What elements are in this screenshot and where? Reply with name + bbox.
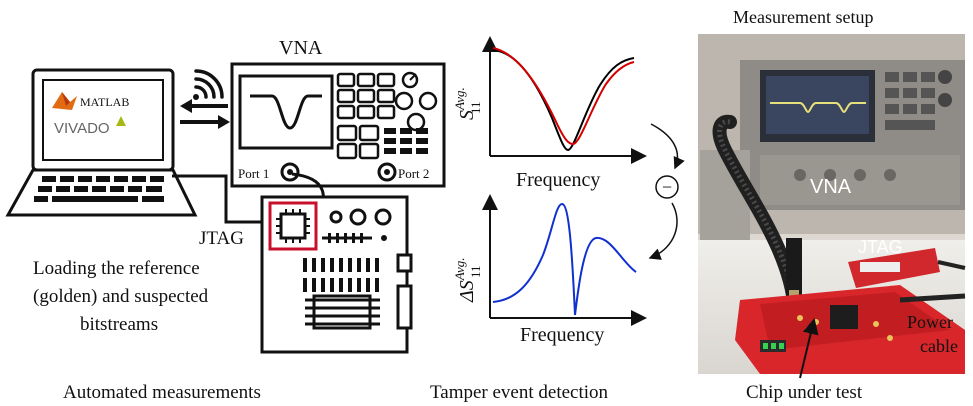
top-plot-ylabel-sub: 11 xyxy=(468,101,483,114)
photo-jtag-label: JTAG xyxy=(858,237,903,257)
bottom-plot-xlabel: Frequency xyxy=(520,324,604,346)
setup-photo xyxy=(698,34,966,374)
photo-chip xyxy=(830,305,858,329)
left-panel: MATLAB VIVADO VNA xyxy=(5,37,446,403)
flow-arrow-in xyxy=(650,123,685,170)
photo-chip-arrow xyxy=(799,318,819,379)
fpga-chip xyxy=(279,212,307,240)
middle-panel: SAvg. 11 Frequency − ΔSAvg. 11 Frequency… xyxy=(430,36,685,403)
vna-label: VNA xyxy=(279,37,323,59)
loading-text-line2: (golden) and suspected xyxy=(33,286,209,307)
loading-text-line3: bitstreams xyxy=(80,314,158,335)
port1-label: Port 1 xyxy=(238,166,269,181)
photo-power-label-2: cable xyxy=(920,336,958,356)
port2-label: Port 2 xyxy=(398,166,429,181)
matlab-logo xyxy=(52,92,77,110)
bottom-plot: ΔSAvg. 11 Frequency xyxy=(452,194,647,346)
photo-chip-label: Chip under test xyxy=(746,382,863,403)
subtract-operator xyxy=(655,175,679,199)
loading-text-line1: Loading the reference xyxy=(33,258,200,279)
middle-caption: Tamper event detection xyxy=(430,382,609,403)
chip-highlight xyxy=(268,201,318,251)
data-transfer-arrows xyxy=(180,99,230,129)
flow-arrow-out xyxy=(648,202,678,260)
subtract-symbol: − xyxy=(662,177,672,197)
bottom-plot-ylabel: ΔSAvg. xyxy=(452,258,478,304)
photo-power-label-1: Power xyxy=(907,312,953,332)
vna-instrument-icon xyxy=(230,62,446,188)
top-plot-ylabel: SAvg. xyxy=(452,87,478,120)
laptop-brand-vivado: VIVADO xyxy=(54,120,110,137)
jtag-cable xyxy=(172,174,266,224)
laptop-icon: MATLAB VIVADO xyxy=(5,68,198,217)
bottom-plot-ylabel-sub: 11 xyxy=(468,265,483,278)
bottom-plot-series-difference xyxy=(492,202,637,316)
keyboard-keys xyxy=(34,176,164,202)
fpga-board-icon xyxy=(260,195,413,354)
top-plot-series-suspect xyxy=(492,47,635,146)
right-title: Measurement setup xyxy=(733,7,873,27)
photo-vna-label: VNA xyxy=(810,176,852,198)
jtag-label: JTAG xyxy=(199,228,244,249)
top-plot: SAvg. 11 Frequency xyxy=(452,36,647,191)
wireless-icon xyxy=(193,69,224,100)
right-panel: Measurement setup xyxy=(698,7,966,403)
left-caption: Automated measurements xyxy=(63,382,261,403)
top-plot-xlabel: Frequency xyxy=(516,169,600,191)
laptop-brand-matlab: MATLAB xyxy=(80,95,129,109)
